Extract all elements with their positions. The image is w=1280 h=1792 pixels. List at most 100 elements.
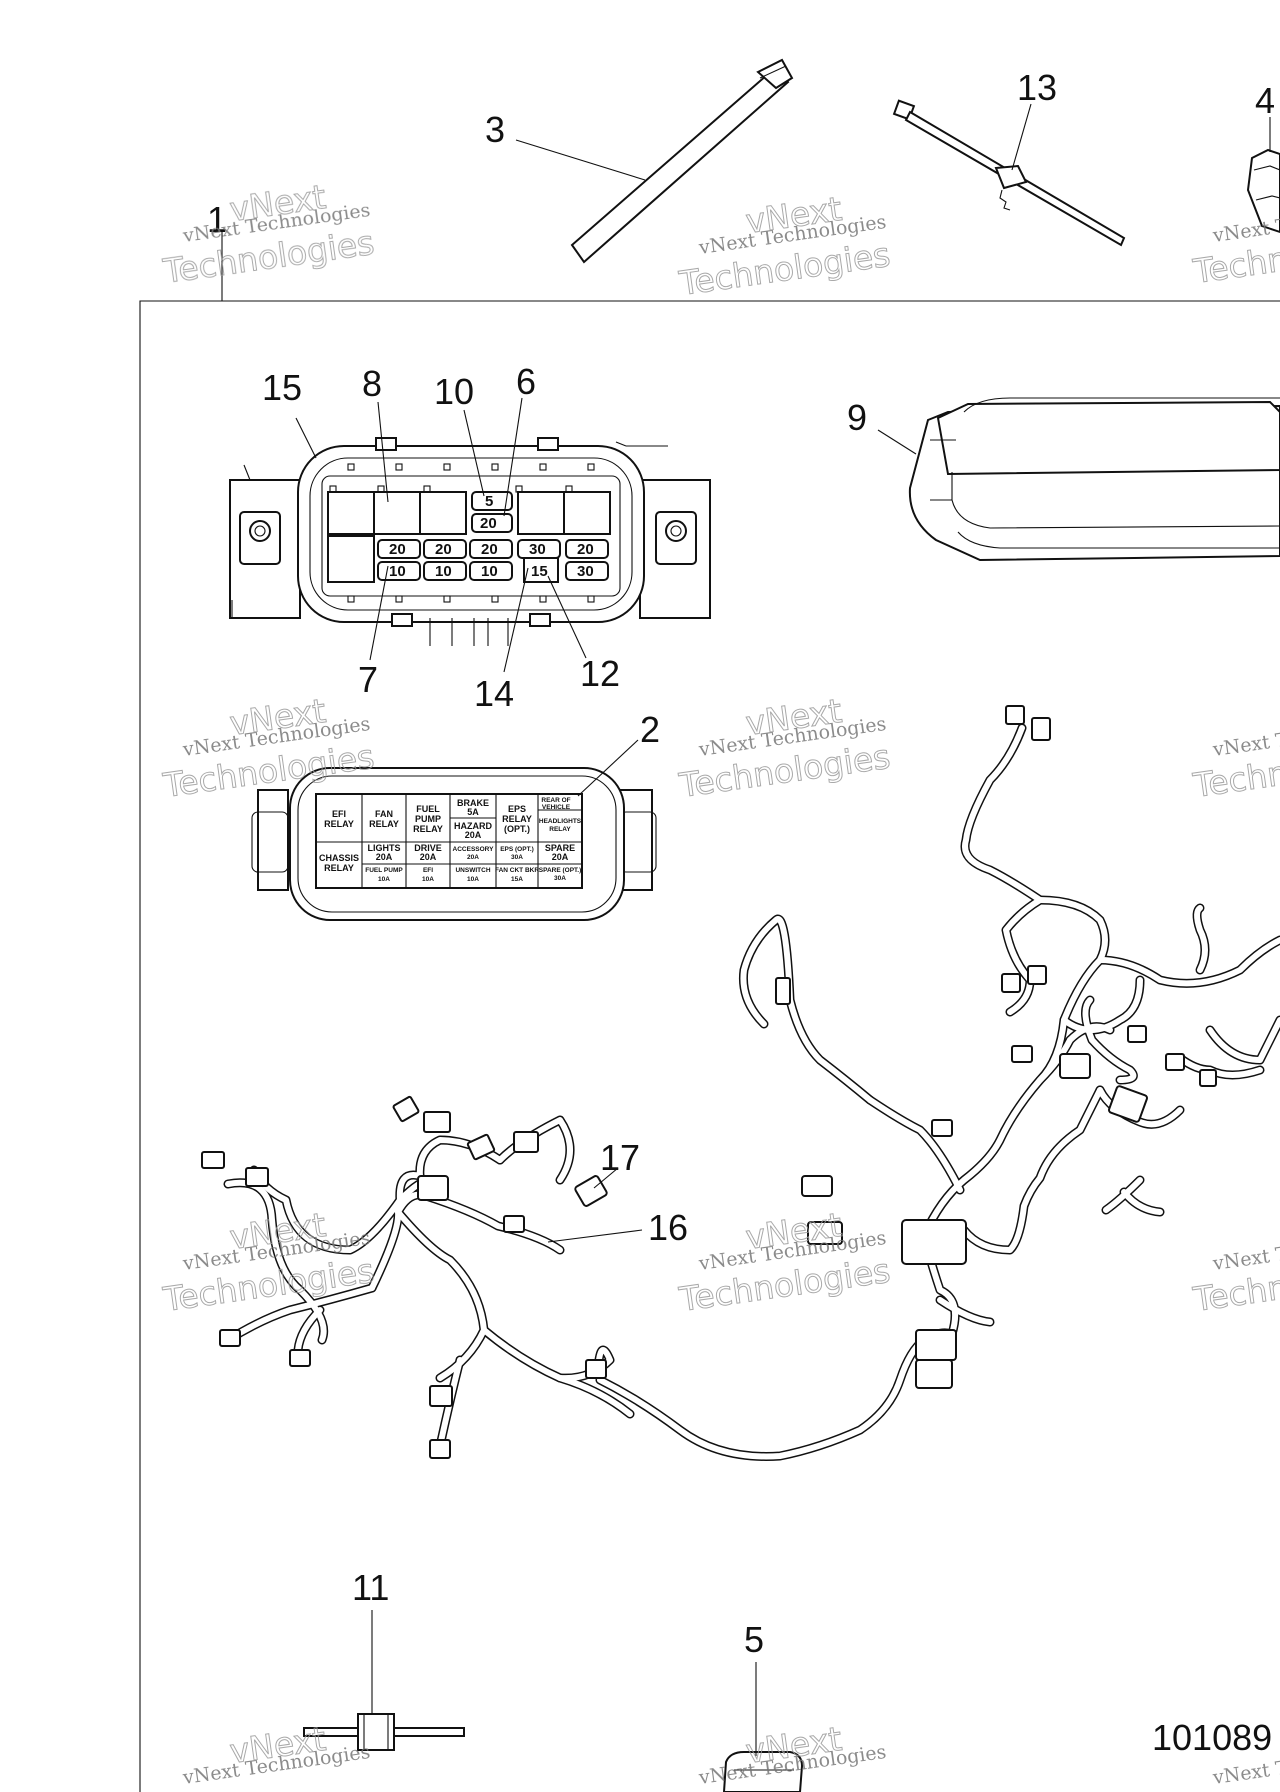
part-11-inline-component [303,1713,465,1751]
lbl-unswitch-2: 10A [467,876,479,883]
callout-13: 13 [1017,67,1057,108]
lbl-rear-2: VEHICLE [542,804,571,811]
lbl-eps-relay-2: RELAY [502,814,532,824]
harness-wire-fill-22 [1003,897,1043,1015]
callout-4: 4 [1255,80,1275,121]
harness-wire-fill-21 [1097,1087,1183,1128]
harness-wire-fill-10 [557,1347,613,1382]
lbl-fan-ckt-1: FAN CKT BKR [495,867,539,874]
harness-wire-fill-4 [396,1172,423,1203]
harness-wire-fill-15 [961,1087,1103,1253]
wiring-harness [223,723,1280,1461]
lbl-eps-opt-2: 30A [511,854,523,861]
lbl-efi-10-1: EFI [423,867,433,874]
harness-connectors [201,705,1217,1459]
fuse-r2-3: 10 [481,563,498,580]
lbl-fuel-pump-1: FUEL PUMP [365,867,403,874]
callout-1: 1 [207,199,227,240]
leader-13 [1011,103,1032,171]
lbl-headlights-2: RELAY [549,826,571,833]
callout-17: 17 [600,1137,640,1178]
lbl-fan-relay-2: RELAY [369,819,399,829]
harness-wire-fill-1 [251,1167,433,1253]
callout-10: 10 [434,371,474,412]
lbl-unswitch-1: UNSWITCH [455,867,490,874]
fuse-r2-1: 10 [389,563,406,580]
lbl-efi-relay-2: RELAY [324,819,354,829]
leader-3 [515,139,646,181]
lbl-spare-opt-1: SPARE (OPT.) [539,867,582,874]
lbl-lights-2: 20A [376,852,393,862]
callout-11: 11 [352,1567,389,1608]
lbl-fan-relay-1: FAN [375,809,393,819]
harness-wire-fill-30 [1103,1177,1143,1213]
lbl-drive-2: 20A [420,852,437,862]
harness-wire-fill-24 [962,725,1043,903]
figure-number: 101089 [1152,1717,1272,1758]
fuse-r2-4: 15 [531,563,548,580]
callout-5: 5 [744,1619,764,1660]
lbl-accessory-1: ACCESSORY [453,846,495,853]
leader-9 [877,429,917,455]
lbl-brake-1: BRAKE [457,798,489,808]
lbl-hazard-1: HAZARD [454,821,492,831]
callout-9: 9 [847,397,867,438]
callout-2: 2 [640,709,660,750]
assembly-frame [139,300,1280,1792]
lbl-lights-1: LIGHTS [368,843,401,853]
harness-wire-fill-23 [1097,937,1280,987]
callout-3: 3 [485,109,505,150]
part-4-clip [1246,148,1280,234]
harness-wire-fill-26 [1207,1017,1280,1063]
fuse-r1-3: 20 [481,541,498,558]
harness-wire-fill-0 [225,1179,327,1343]
fuse-r2-2: 10 [435,563,452,580]
harness-wire-fill-6 [395,1209,487,1381]
fuse-r2-5: 30 [577,563,594,580]
lbl-fuel-pump-relay-2: PUMP [415,814,441,824]
harness-wire-fill-17 [867,1097,963,1193]
leader-12 [547,575,587,659]
lbl-headlights-1: HEADLIGHTS [539,818,582,825]
leader-14 [503,567,529,673]
lbl-efi-relay-1: EFI [332,809,346,819]
harness-wire-15 [959,1085,1105,1255]
leader-17 [593,1167,619,1189]
callout-14: 14 [474,673,514,714]
fuse-hazard-rating: 20 [480,515,497,532]
fuse-r1-2: 20 [435,541,452,558]
harness-wire-fills [225,725,1280,1460]
lbl-hazard-2: 20A [465,830,482,840]
harness-wire-17 [865,1095,965,1195]
lbl-fuel-pump-relay-3: RELAY [413,824,443,834]
fuse-r1-4: 30 [529,541,546,558]
lbl-accessory-2: 20A [467,854,479,861]
part-2-cover-label: EFI RELAY FAN RELAY FUEL PUMP RELAY BRAK… [251,767,657,921]
harness-wire-fill-25 [1194,905,1208,973]
lbl-efi-10-2: 10A [422,876,434,883]
lbl-fuel-pump-relay-1: FUEL [416,804,440,814]
callout-8: 8 [362,363,382,404]
leader-8 [377,401,389,503]
harness-wire-fill-20 [1061,977,1143,1033]
lbl-chassis-relay-2: RELAY [324,863,354,873]
fuse-r1-1: 20 [389,541,406,558]
part-5-connector [722,1751,804,1792]
harness-wire-fill-2 [225,1285,375,1343]
harness-wire-fill-3 [295,1307,323,1353]
watermark-i1: vNext Technologies [1211,1227,1280,1275]
leader-16 [547,1229,643,1243]
harness-wire-fill-18 [937,1297,993,1325]
lbl-eps-opt-1: EPS (OPT.) [500,846,534,853]
harness-wire-fill-31 [1121,1189,1163,1215]
callout-12: 12 [580,653,620,694]
lbl-chassis-relay-1: CHASSIS [319,853,359,863]
leader-15 [295,417,317,459]
callout-16: 16 [648,1207,688,1248]
lbl-fuel-pump-2: 10A [378,876,390,883]
lbl-spare-opt-2: 30A [554,875,566,882]
harness-wire-fill-29 [1082,997,1137,1083]
lbl-eps-relay-3: (OPT.) [504,824,530,834]
leader-7 [369,565,389,661]
